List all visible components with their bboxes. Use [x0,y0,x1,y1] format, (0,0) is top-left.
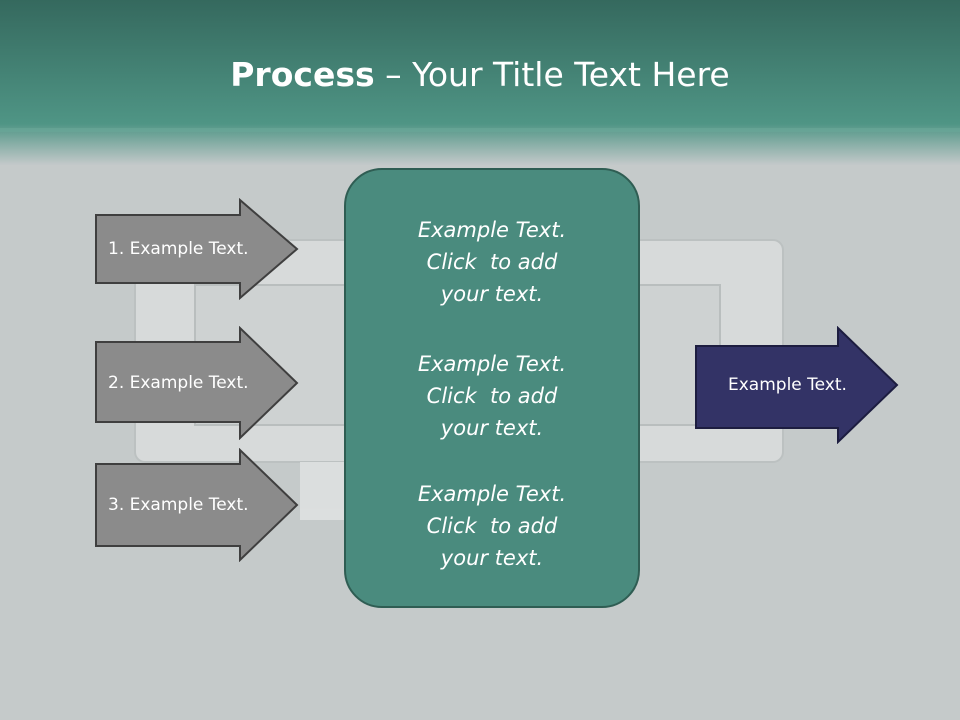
text-line: Click to add [426,384,558,408]
title-rest: – Your Title Text Here [374,55,730,94]
arrow-right-shape [695,326,899,444]
input-arrow-3: 3. Example Text. [94,448,300,562]
text-line: your text. [440,282,544,306]
text-line: Click to add [426,514,558,538]
text-line: Example Text. [417,352,567,376]
text-line: Click to add [426,250,558,274]
arrow-label: 3. Example Text. [108,495,249,515]
input-arrow-1: 1. Example Text. [94,198,300,300]
process-center-box: Example Text. Click to add your text. Ex… [344,168,640,608]
arrow-label: 1. Example Text. [108,239,249,259]
text-line: your text. [440,416,544,440]
text-line: Example Text. [417,218,567,242]
title-bold: Process [230,55,375,94]
input-arrow-2: 2. Example Text. [94,326,300,440]
text-line: Example Text. [417,482,567,506]
arrow-label: Example Text. [728,375,847,395]
output-arrow: Example Text. [694,326,900,444]
text-line: your text. [440,546,544,570]
text-block-1: Example Text. Click to add your text. [346,214,638,310]
arrow-right-shape [95,326,299,440]
arrow-right-shape [95,448,299,562]
slide-title: Process – Your Title Text Here [0,52,960,98]
arrow-label: 2. Example Text. [108,373,249,393]
text-block-3: Example Text. Click to add your text. [346,478,638,574]
arrow-right-shape [95,198,299,300]
text-block-2: Example Text. Click to add your text. [346,348,638,444]
